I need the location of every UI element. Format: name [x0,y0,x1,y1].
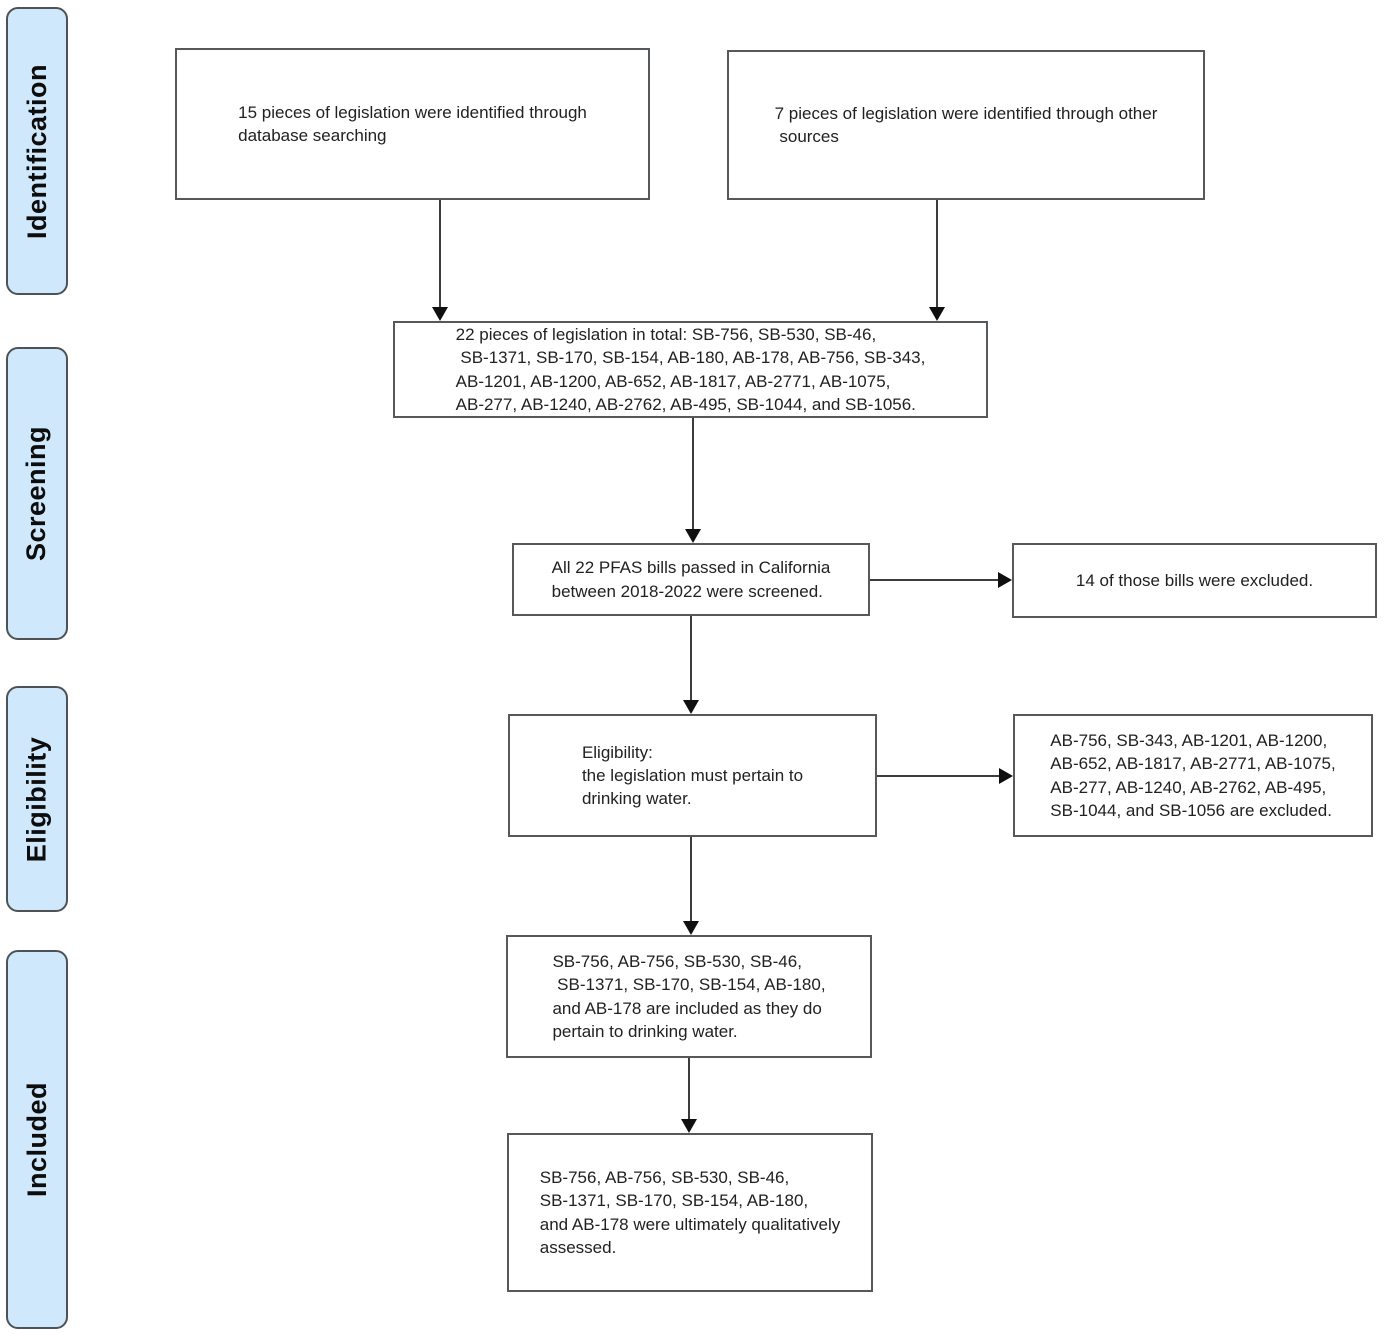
box-excluded-list-text: AB-756, SB-343, AB-1201, AB-1200, AB-652… [1050,731,1336,820]
arrowhead-down-icon [432,307,448,321]
box-eligibility-text: Eligibility: the legislation must pertai… [581,742,804,809]
arrow-database-to-total [432,200,448,321]
box-excluded-count: 14 of those bills were excluded. [1012,543,1377,618]
stage-included-label: Included [21,1081,52,1198]
stage-eligibility-label: Eligibility [21,736,52,862]
box-assessed: SB-756, AB-756, SB-530, SB-46, SB-1371, … [507,1133,873,1292]
arrowhead-down-icon [685,529,701,543]
box-screened: All 22 PFAS bills passed in California b… [512,543,870,616]
box-excluded-count-text: 14 of those bills were excluded. [1075,570,1314,590]
box-eligibility: Eligibility: the legislation must pertai… [508,714,877,837]
arrowhead-right-icon [999,768,1013,784]
stage-identification: Identification [6,7,68,295]
stage-screening-label: Screening [21,425,52,562]
box-identified-other: 7 pieces of legislation were identified … [727,50,1205,200]
arrow-eligibility-to-excluded-list [877,768,1013,784]
box-included-text: SB-756, AB-756, SB-530, SB-46, SB-1371, … [552,952,826,1041]
box-included: SB-756, AB-756, SB-530, SB-46, SB-1371, … [506,935,872,1058]
arrow-included-to-assessed [681,1058,697,1133]
box-assessed-text: SB-756, AB-756, SB-530, SB-46, SB-1371, … [539,1168,841,1257]
box-total-legislation-text: 22 pieces of legislation in total: SB-75… [455,325,926,414]
arrowhead-down-icon [681,1119,697,1133]
arrow-other-to-total [929,200,945,321]
box-identified-database: 15 pieces of legislation were identified… [175,48,650,200]
stage-identification-label: Identification [21,63,52,239]
box-screened-text: All 22 PFAS bills passed in California b… [551,558,831,601]
arrowhead-down-icon [683,700,699,714]
arrow-total-to-screening [685,418,701,543]
arrow-screened-to-excluded-count [870,572,1012,588]
stage-screening: Screening [6,347,68,640]
arrowhead-right-icon [998,572,1012,588]
arrowhead-down-icon [929,307,945,321]
box-total-legislation: 22 pieces of legislation in total: SB-75… [393,321,988,418]
box-identified-database-text: 15 pieces of legislation were identified… [238,102,587,145]
box-excluded-list: AB-756, SB-343, AB-1201, AB-1200, AB-652… [1013,714,1373,837]
arrowhead-down-icon [683,921,699,935]
box-identified-other-text: 7 pieces of legislation were identified … [774,103,1158,146]
arrow-eligibility-to-included [683,837,699,935]
arrow-screened-to-eligibility [683,616,699,714]
stage-included: Included [6,950,68,1329]
stage-eligibility: Eligibility [6,686,68,912]
